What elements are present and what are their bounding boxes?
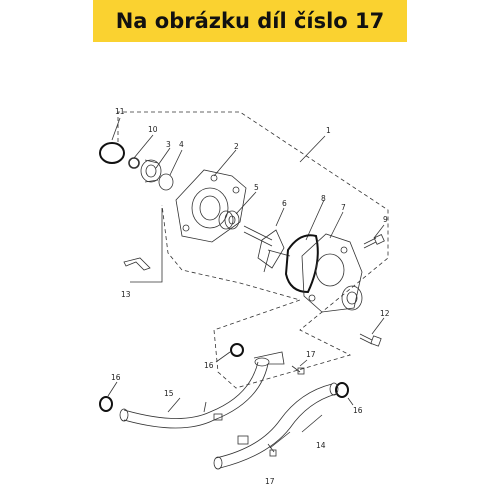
pump-housing-2 (175, 169, 247, 243)
callout-1: 1 (326, 126, 331, 135)
seal-4 (158, 173, 174, 191)
o-ring-16-c (335, 382, 349, 398)
callout-16-b: 16 (111, 373, 121, 382)
header-title: Na obrázku díl číslo 17 (115, 9, 385, 33)
callout-3: 3 (166, 140, 171, 149)
gasket-8 (284, 234, 319, 294)
callout-12: 12 (380, 309, 390, 318)
o-ring-16-a (230, 343, 244, 357)
callout-2: 2 (234, 142, 239, 151)
pipe-15 (119, 351, 285, 429)
callout-16-a: 16 (204, 361, 214, 370)
callout-5: 5 (254, 183, 259, 192)
callout-8: 8 (321, 194, 326, 203)
bearing-3 (140, 159, 162, 183)
pump-body-7 (301, 233, 363, 313)
callout-17-b: 17 (265, 477, 275, 486)
callout-10: 10 (148, 125, 158, 134)
callout-6: 6 (282, 199, 287, 208)
callout-14: 14 (316, 441, 326, 450)
bolt-9 (363, 234, 385, 249)
clip-13 (123, 257, 151, 271)
callout-11: 11 (115, 107, 125, 116)
assembly-outline (117, 111, 389, 389)
header-banner: Na obrázku díl číslo 17 (93, 0, 407, 42)
bolt-12 (359, 333, 382, 347)
callout-13: 13 (121, 290, 131, 299)
callout-labels: 1 2 3 4 5 6 7 8 9 10 11 12 13 14 15 16 1… (111, 107, 390, 486)
callout-17-a: 17 (306, 350, 316, 359)
leader-lines (107, 117, 385, 449)
o-ring-16-b (99, 396, 113, 412)
o-ring-11 (99, 142, 125, 164)
callout-15: 15 (164, 389, 174, 398)
callout-16-c: 16 (353, 406, 363, 415)
callout-4: 4 (179, 140, 184, 149)
screw-17-a (291, 365, 305, 375)
seal-10 (128, 157, 140, 169)
callout-7: 7 (341, 203, 346, 212)
impeller-6 (243, 225, 291, 273)
pipe-14 (213, 382, 339, 470)
seal-5 (218, 210, 240, 230)
callout-9: 9 (383, 215, 388, 224)
screw-17-b (267, 443, 277, 457)
